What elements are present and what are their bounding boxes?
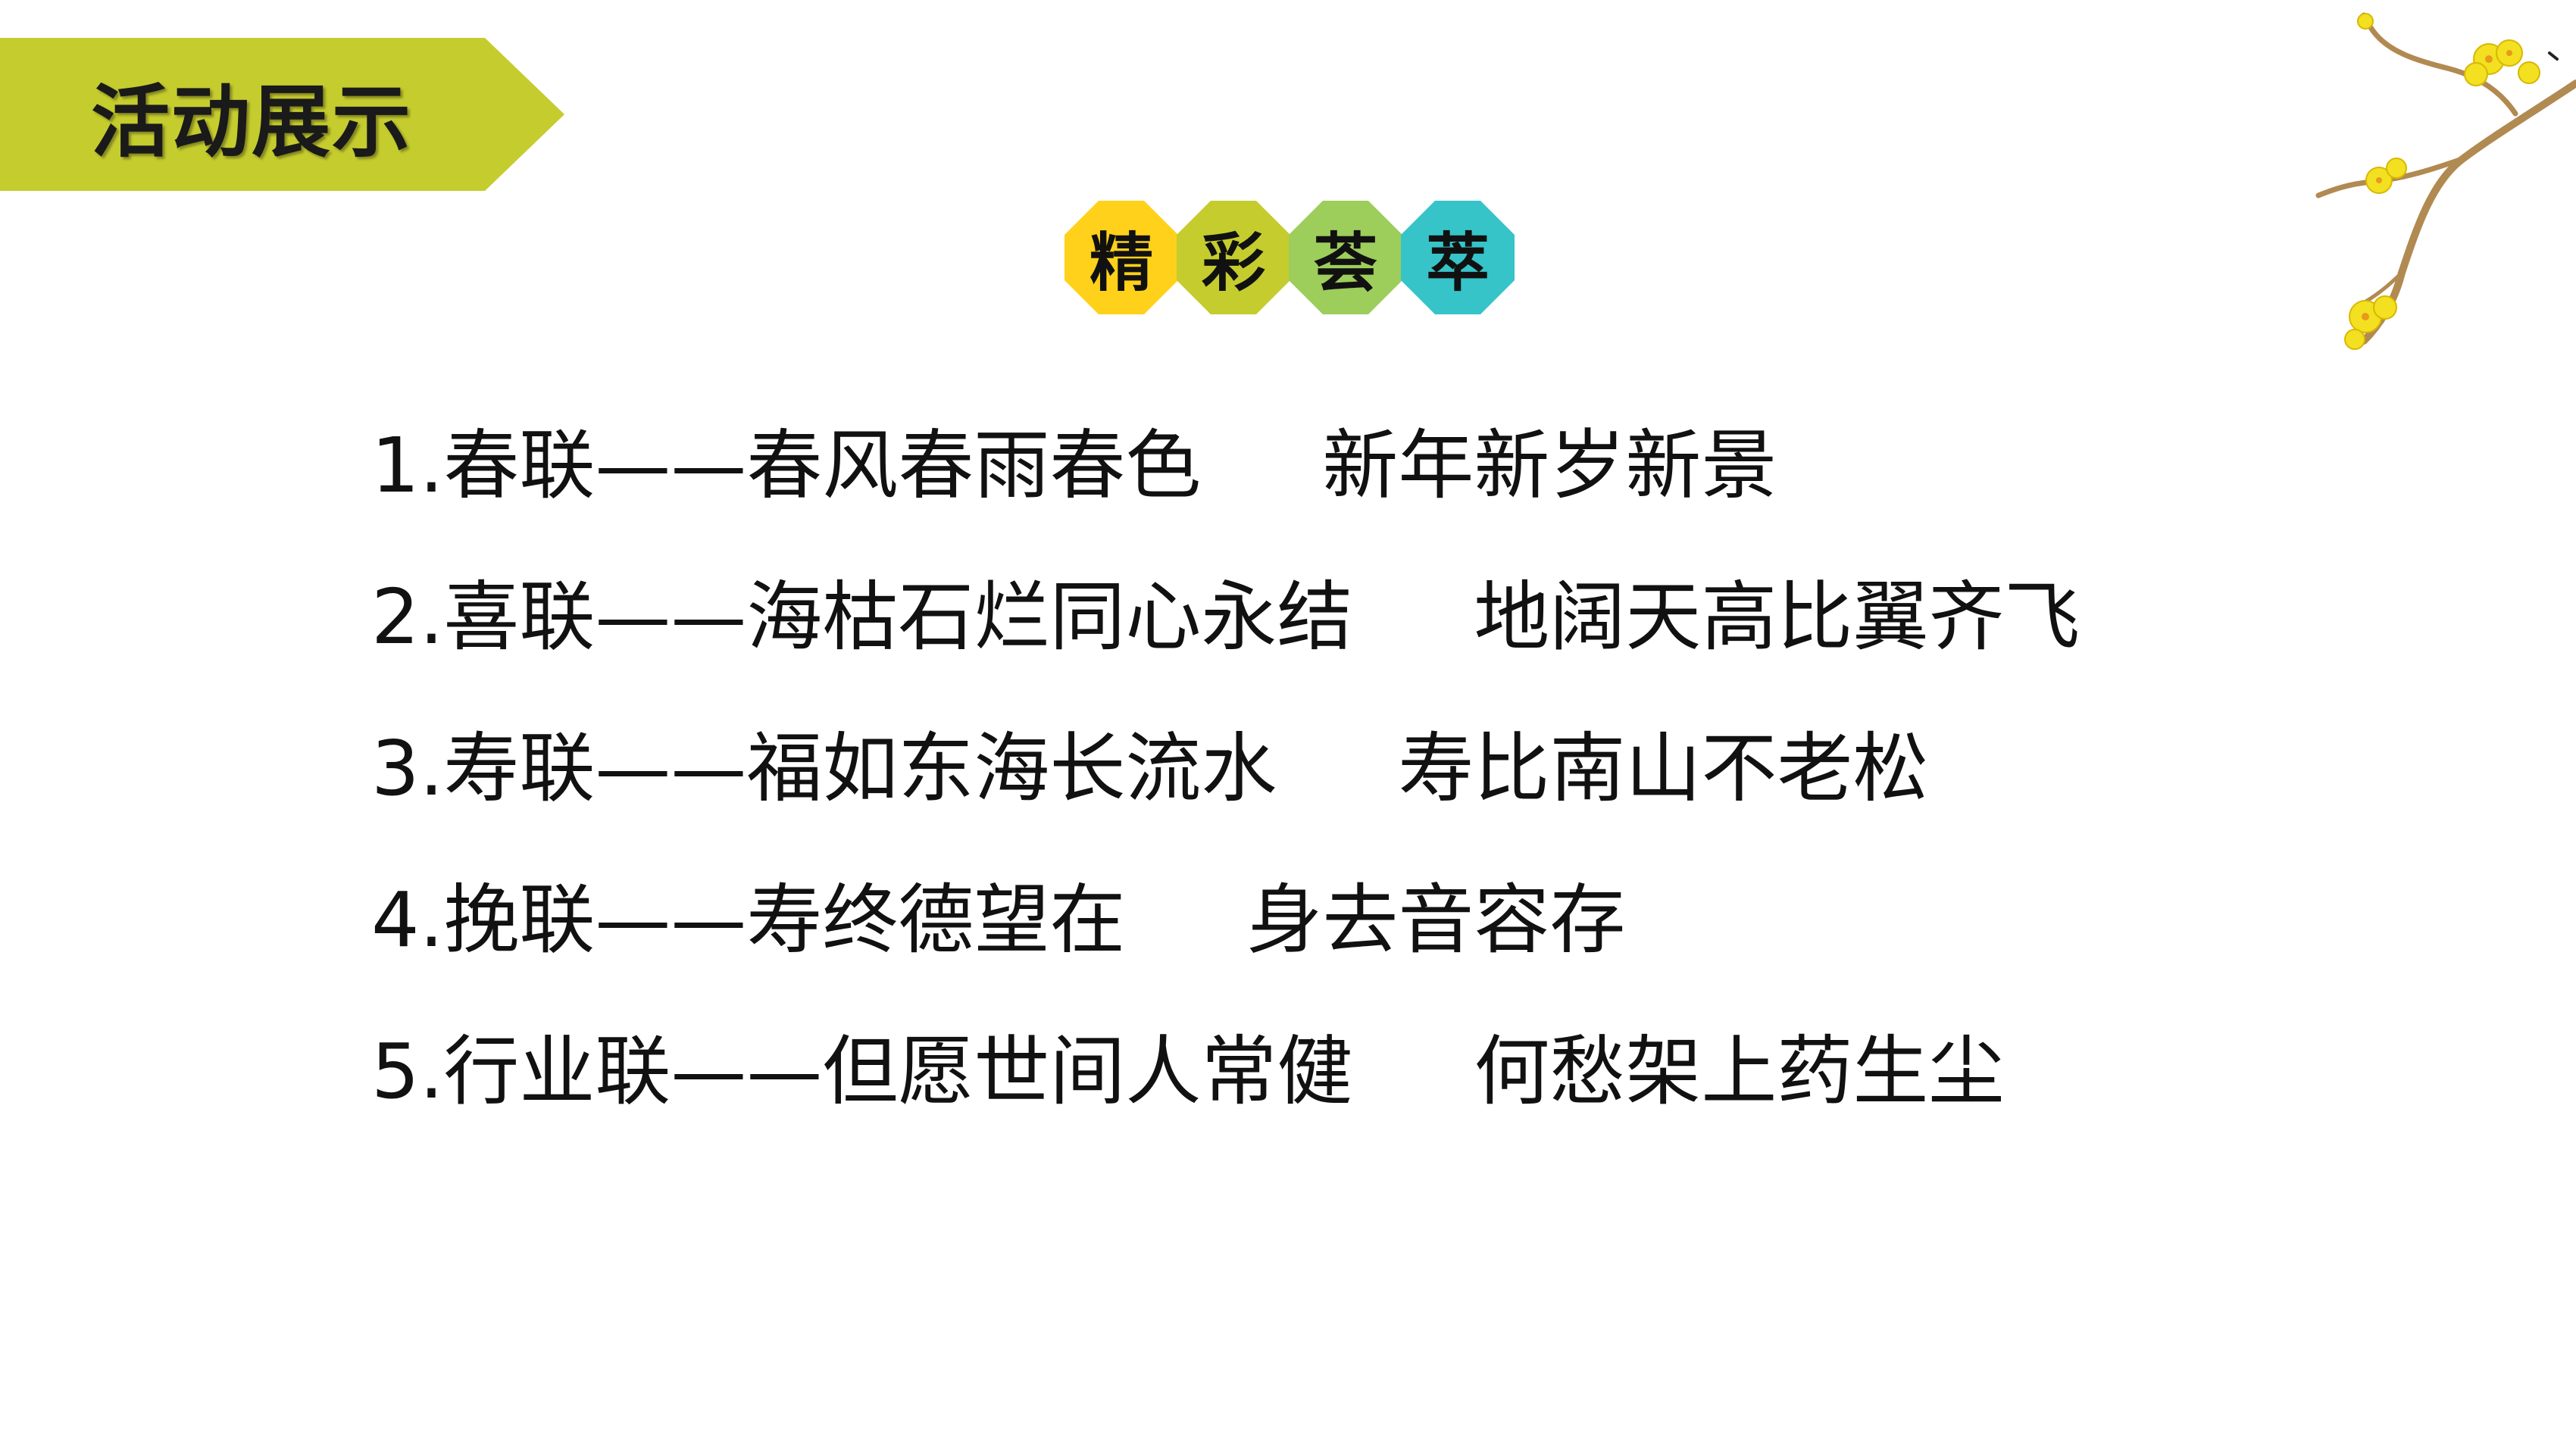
badge-2: 彩 [1177, 201, 1290, 314]
couplet-item: 2.喜联——海枯石烂同心永结 地阔天高比翼齐飞 [371, 564, 2080, 670]
couplet-label: 4.挽联——寿终德望在 [371, 876, 1126, 964]
couplet-pair: 身去音容存 [1246, 876, 1626, 964]
couplet-item: 5.行业联——但愿世间人常健 何愁架上药生尘 [371, 1019, 2004, 1125]
highlight-badges: 精 彩 荟 萃 [1064, 201, 1515, 314]
couplet-item: 4.挽联——寿终德望在 身去音容存 [371, 867, 1625, 973]
couplet-list: 1.春联——春风春雨春色 新年新岁新景 2.喜联——海枯石烂同心永结 地阔天高比翼齐… [371, 413, 2190, 1170]
couplet-pair: 地阔天高比翼齐飞 [1474, 573, 2080, 661]
couplet-pair: 新年新岁新景 [1322, 421, 1777, 510]
couplet-label: 3.寿联——福如东海长流水 [371, 724, 1277, 813]
page-title: 活动展示 [91, 75, 413, 168]
couplet-label: 2.喜联——海枯石烂同心永结 [371, 573, 1353, 661]
couplet-item: 1.春联——春风春雨春色 新年新岁新景 [371, 413, 1777, 519]
badge-1: 精 [1064, 201, 1178, 314]
title-banner [0, 38, 564, 191]
couplet-label: 5.行业联——但愿世间人常健 [371, 1027, 1353, 1116]
badge-3: 荟 [1289, 201, 1402, 314]
couplet-item: 3.寿联——福如东海长流水 寿比南山不老松 [371, 716, 1928, 822]
plum-blossom-branch-icon [2315, 12, 2576, 350]
badge-4: 萃 [1401, 201, 1515, 314]
couplet-pair: 何愁架上药生尘 [1474, 1027, 2005, 1116]
couplet-label: 1.春联——春风春雨春色 [371, 421, 1202, 510]
couplet-pair: 寿比南山不老松 [1398, 724, 1929, 813]
